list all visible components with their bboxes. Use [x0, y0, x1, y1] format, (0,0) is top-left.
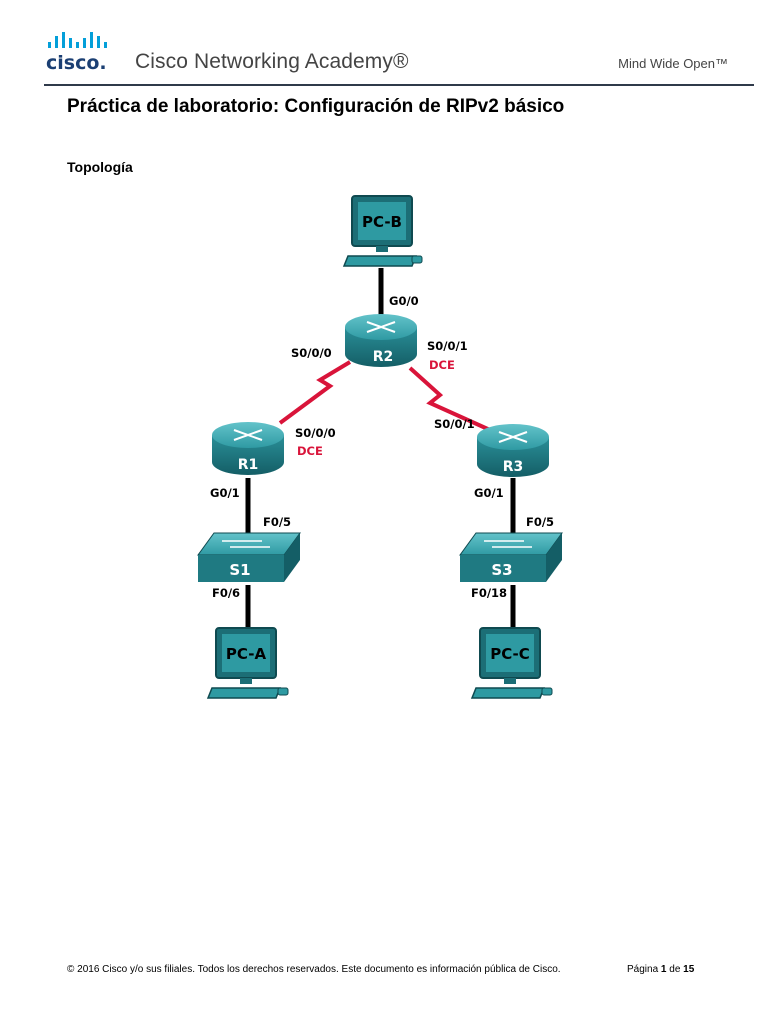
s1-f06-label: F0/6	[212, 586, 240, 600]
pc-b-label: PC-B	[362, 213, 402, 231]
r1-s000-label: S0/0/0	[295, 426, 336, 440]
pc-a-label: PC-A	[226, 645, 267, 663]
r3-g01-label: G0/1	[474, 486, 504, 500]
page-number: Página 1 de 15	[627, 964, 695, 975]
r3-s001-label: S0/0/1	[434, 417, 475, 431]
r2-s001-label: S0/0/1	[427, 339, 468, 353]
r2-label: R2	[373, 349, 394, 365]
r2-router: R2	[345, 314, 417, 367]
r1-dce-label: DCE	[297, 444, 323, 458]
pc-c-device: PC-C	[470, 627, 553, 699]
link-r2-r1	[278, 360, 352, 425]
ethernet-links	[245, 268, 516, 630]
r3-router: R3	[477, 424, 549, 477]
r1-label: R1	[238, 457, 259, 473]
academy-name: Cisco Networking Academy®	[135, 50, 409, 73]
s3-f018-label: F0/18	[471, 586, 507, 600]
header-rule	[44, 84, 754, 86]
s3-label: S3	[491, 561, 512, 579]
pc-b-device: PC-B	[342, 195, 423, 267]
pc-a-device: PC-A	[206, 627, 289, 699]
s3-f05-label: F0/5	[526, 515, 554, 529]
r2-s000-label: S0/0/0	[291, 346, 332, 360]
s1-label: S1	[229, 561, 250, 579]
s1-f05-label: F0/5	[263, 515, 291, 529]
pc-c-label: PC-C	[490, 645, 530, 663]
section-heading: Topología	[67, 159, 133, 175]
tagline: Mind Wide Open™	[618, 56, 728, 71]
page-header: cisco. Cisco Networking Academy® Mind Wi…	[0, 0, 768, 90]
r2-g00-label: G0/0	[389, 294, 419, 308]
link-r2-r3	[408, 366, 491, 432]
cisco-wordmark: cisco.	[46, 52, 107, 74]
copyright-notice: © 2016 Cisco y/o sus filiales. Todos los…	[67, 964, 561, 975]
topology-diagram: PC-B R2 R1 R3 S1 S3	[197, 195, 563, 699]
cisco-logo: cisco.	[46, 32, 107, 74]
serial-links	[278, 360, 491, 432]
s1-switch: S1	[197, 532, 301, 582]
page-title: Práctica de laboratorio: Configuración d…	[67, 96, 565, 117]
s3-switch: S3	[459, 532, 563, 582]
r2-dce-label: DCE	[429, 358, 455, 372]
r1-router: R1	[212, 422, 284, 475]
r1-g01-label: G0/1	[210, 486, 240, 500]
r3-label: R3	[503, 459, 524, 475]
